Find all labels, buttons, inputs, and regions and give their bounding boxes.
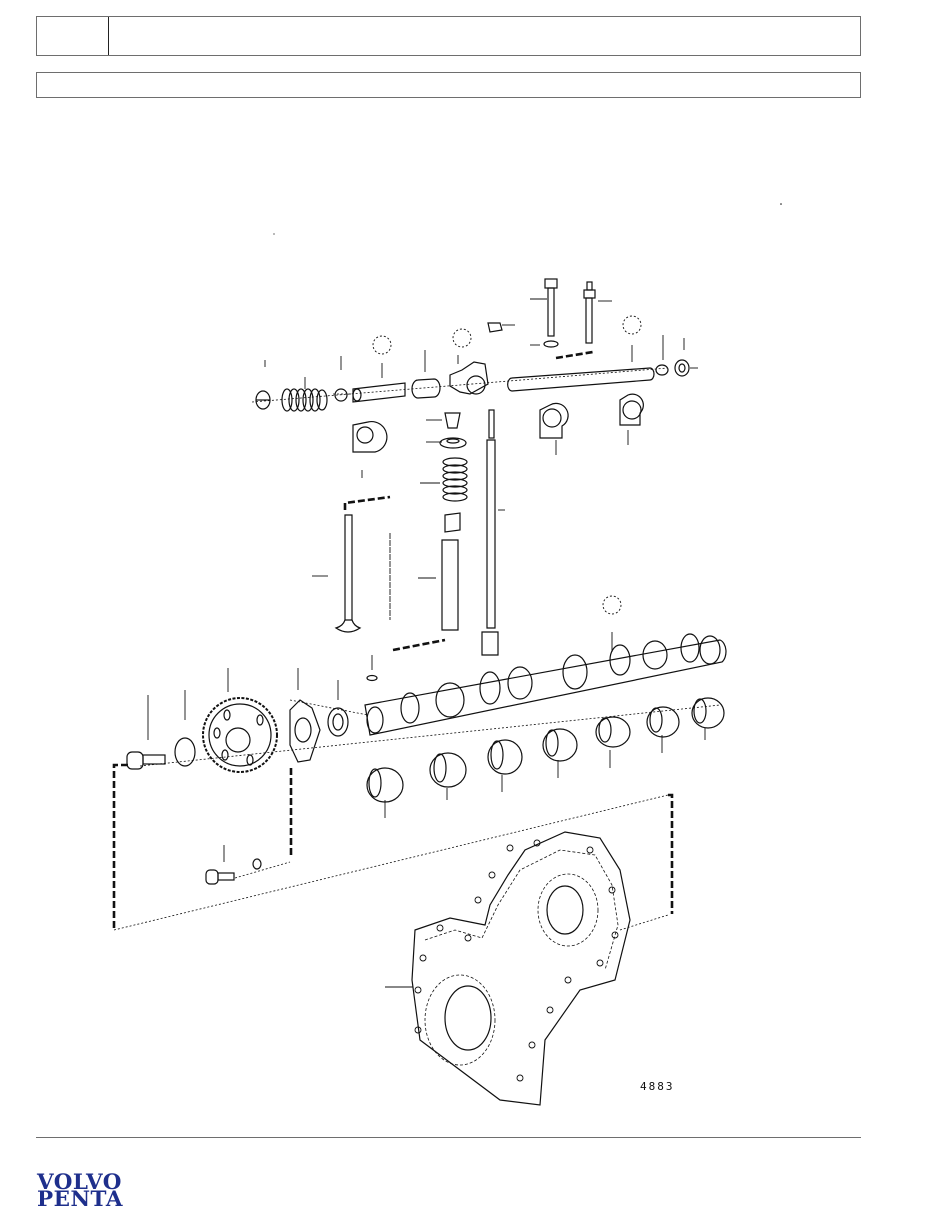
- heavy-dashed-lines: [112, 350, 674, 930]
- casing-bolt-holes: [414, 839, 619, 1082]
- camshaft: [364, 633, 727, 736]
- valve-spring: [442, 457, 468, 502]
- timing-gear-group: [126, 697, 349, 885]
- leader-lines: [147, 298, 706, 988]
- callout-circles: [372, 315, 642, 615]
- logo-line-volvo: VOLVO: [37, 1169, 122, 1194]
- header-box: [36, 16, 861, 56]
- figure-number: 4883: [640, 1080, 675, 1093]
- volvo-penta-logo: VOLVO PENTA: [37, 1169, 123, 1211]
- timing-gear-casing: [411, 831, 631, 1106]
- section-code-cell: [37, 17, 109, 55]
- camshaft-bearings: [366, 697, 725, 803]
- subtitle-box: [36, 72, 861, 98]
- assembly-lines: [113, 367, 721, 931]
- footer-divider: [36, 1137, 861, 1138]
- spring-horizontal: [281, 388, 328, 412]
- logo-line-penta: PENTA: [37, 1186, 123, 1211]
- rocker-shaft-assembly: [255, 278, 690, 453]
- valve-train: [334, 409, 499, 682]
